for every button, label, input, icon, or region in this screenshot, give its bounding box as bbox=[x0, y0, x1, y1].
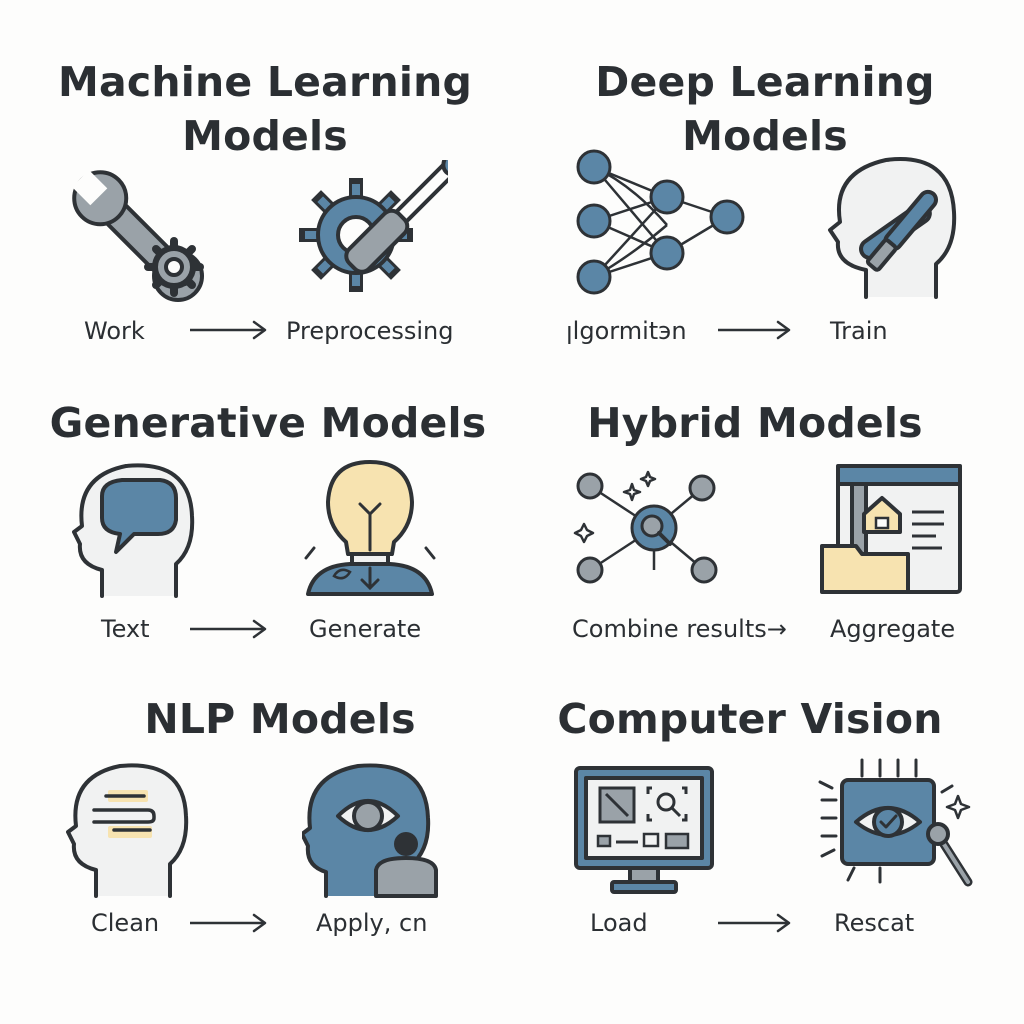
arrow-icon bbox=[190, 619, 267, 639]
panel-hybrid-right-label: Aggregate bbox=[830, 615, 956, 643]
neural-network-icon bbox=[576, 149, 745, 295]
panel-ml-left-label: Work bbox=[84, 317, 145, 345]
panel-nlp-right-label: Apply, cn bbox=[316, 909, 428, 937]
arrow-icon bbox=[190, 320, 267, 340]
panel-nlp-title: NLP Models bbox=[70, 692, 490, 746]
arrow-icon bbox=[718, 913, 791, 933]
panel-ml-title-line1: Machine Learning bbox=[57, 58, 473, 106]
panel-dl-title: Deep Learning Models bbox=[535, 55, 995, 163]
panel-dl-title-line2: Models bbox=[682, 112, 848, 160]
panel-hybrid-left-label: Combine results→ bbox=[572, 615, 787, 643]
panel-ml-right-label: Preprocessing bbox=[286, 317, 454, 345]
arrow-icon bbox=[718, 320, 791, 340]
folder-window-icon bbox=[820, 464, 962, 594]
head-tools-icon bbox=[828, 157, 957, 299]
lightbulb-icon bbox=[304, 460, 436, 596]
panel-dl-title-line1: Deep Learning bbox=[595, 58, 935, 106]
panel-cv-title-line1: Computer Vision bbox=[557, 695, 943, 743]
panel-ml-title-line2: Models bbox=[182, 112, 348, 160]
monitor-image-icon bbox=[574, 766, 714, 894]
panel-dl-right-label: Train bbox=[830, 317, 888, 345]
panel-nlp-title-line1: NLP Models bbox=[144, 695, 416, 743]
panel-cv-left-label: Load bbox=[590, 909, 648, 937]
gear-screwdriver-icon bbox=[299, 160, 448, 292]
panel-gen-title-line1: Generative Models bbox=[49, 399, 487, 447]
chip-eye-icon bbox=[818, 758, 973, 887]
panel-gen-right-label: Generate bbox=[309, 615, 422, 643]
panel-nlp-left-label: Clean bbox=[91, 909, 160, 937]
panel-dl-left-label: ꞁlgormitэn bbox=[566, 317, 687, 345]
panel-gen-left-label: Text bbox=[101, 615, 150, 643]
wrench-gears-icon bbox=[71, 169, 205, 303]
head-eye-icon bbox=[302, 763, 438, 898]
panel-hybrid-title-line1: Hybrid Models bbox=[587, 399, 923, 447]
panel-gen-title: Generative Models bbox=[40, 396, 496, 450]
panel-cv-right-label: Rescat bbox=[834, 909, 915, 937]
arrow-icon bbox=[190, 913, 267, 933]
panel-cv-title: Computer Vision bbox=[540, 692, 960, 746]
panel-hybrid-title: Hybrid Models bbox=[540, 396, 970, 450]
head-speech-icon bbox=[72, 463, 195, 598]
head-text-icon bbox=[66, 763, 189, 898]
network-magnifier-icon bbox=[573, 470, 718, 584]
panel-ml-title: Machine Learning Models bbox=[40, 55, 490, 163]
